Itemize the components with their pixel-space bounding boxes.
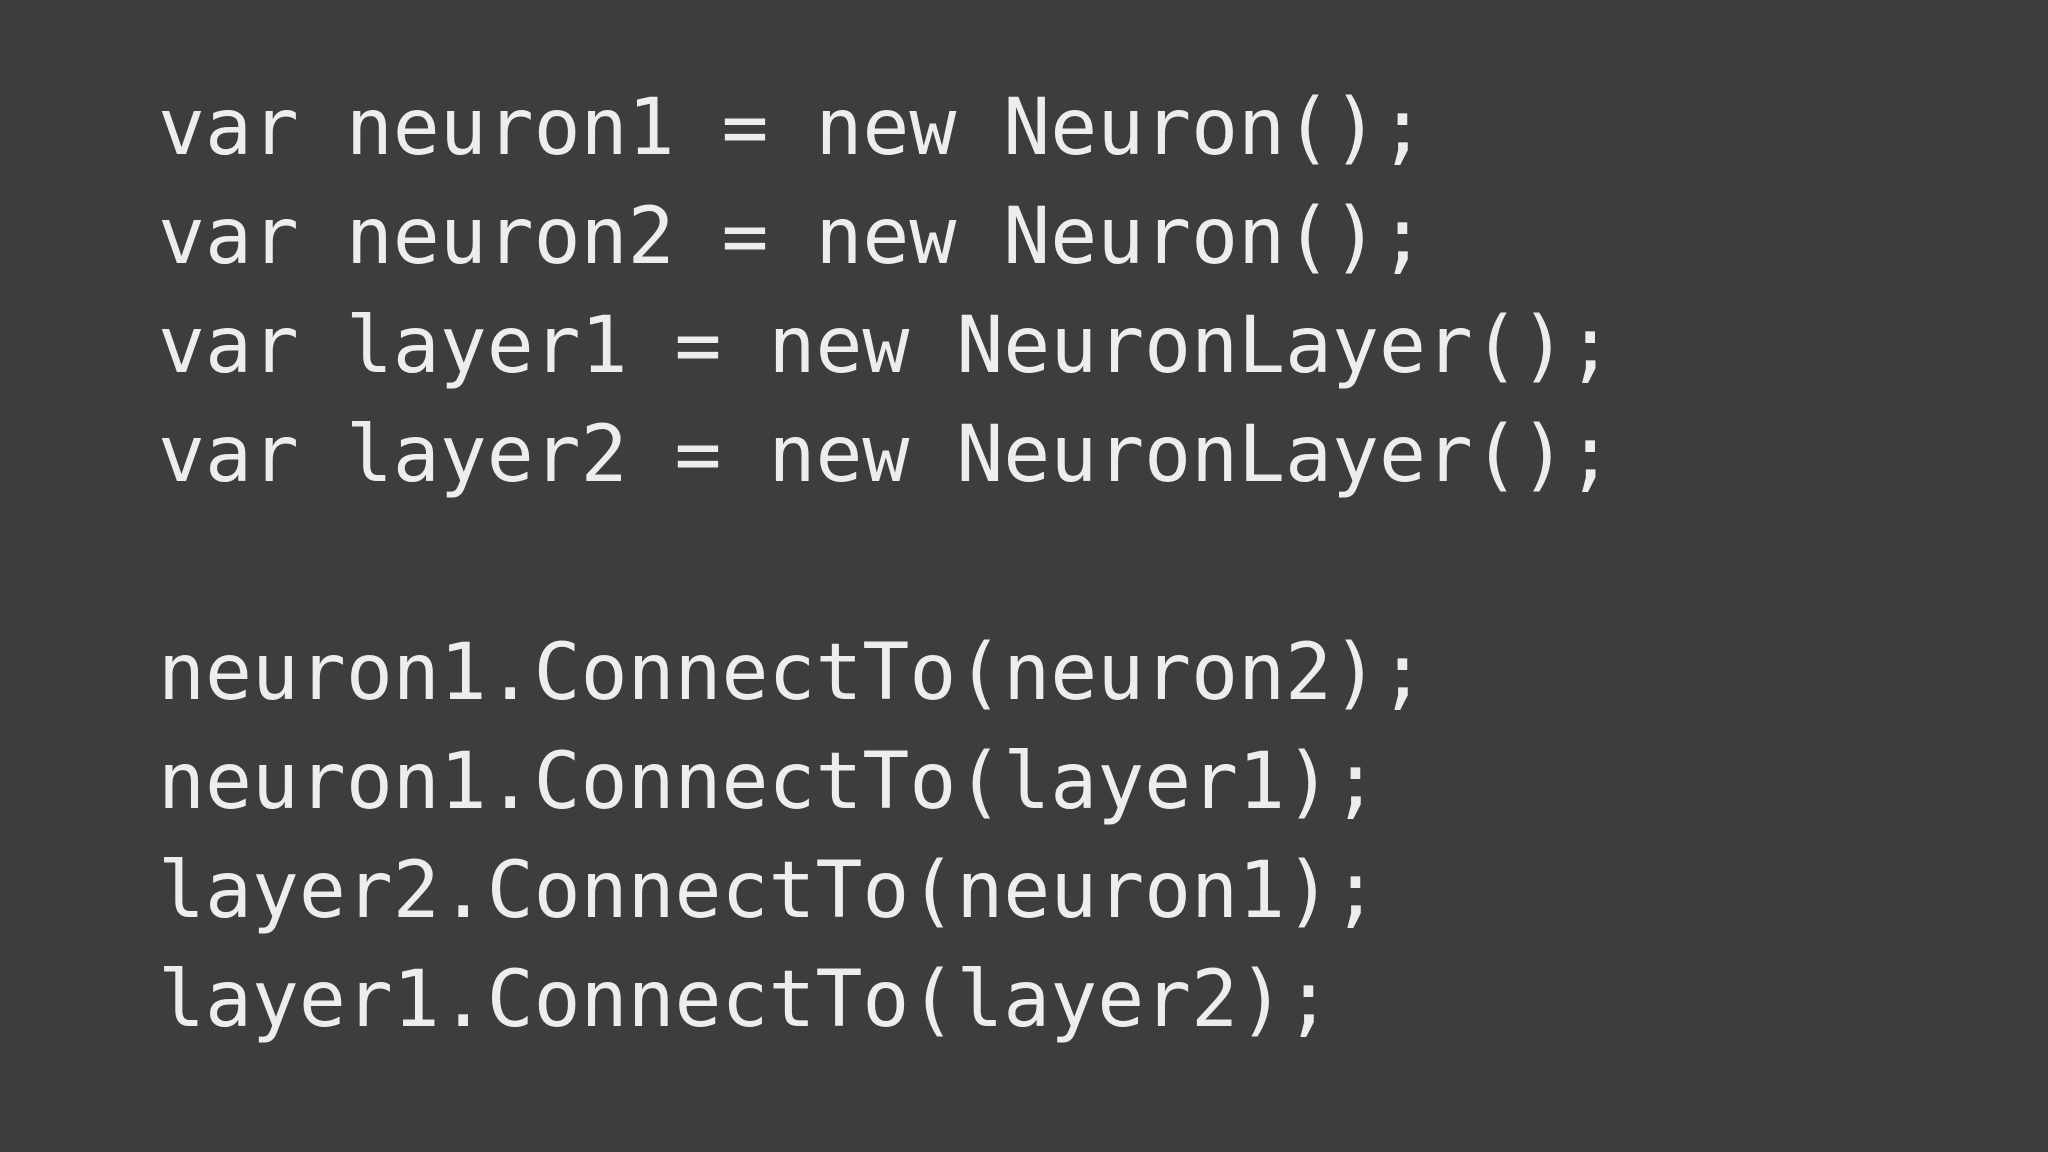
code-line: var neuron1 = new Neuron();	[158, 83, 1426, 173]
code-line: layer2.ConnectTo(neuron1);	[158, 846, 1379, 936]
code-line: neuron1.ConnectTo(layer1);	[158, 737, 1379, 827]
code-line-blank	[158, 510, 2048, 619]
code-block: var neuron1 = new Neuron(); var neuron2 =…	[158, 74, 2048, 1055]
code-line: var neuron2 = new Neuron();	[158, 192, 1426, 282]
code-line: var layer2 = new NeuronLayer();	[158, 410, 1614, 500]
code-line: var layer1 = new NeuronLayer();	[158, 301, 1614, 391]
code-line: layer1.ConnectTo(layer2);	[158, 955, 1332, 1045]
code-line: neuron1.ConnectTo(neuron2);	[158, 628, 1426, 718]
